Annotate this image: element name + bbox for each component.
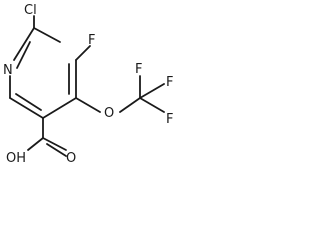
bond-c-o-double-1: [42, 137, 67, 151]
atom-f2: F: [166, 75, 173, 90]
bond-c5-c6-inner: [15, 93, 42, 111]
bond-c4-c5: [42, 97, 77, 119]
bond-o-c: [119, 97, 141, 113]
bond-n-c2: [13, 27, 35, 61]
bond-c-f3: [139, 97, 165, 113]
bond-c3-f: [75, 45, 91, 61]
bond-c-oh: [27, 137, 44, 151]
atom-n: N: [3, 63, 13, 78]
atom-oh: OH: [6, 151, 26, 166]
bond-c4-o: [75, 97, 101, 113]
atom-f1: F: [135, 62, 142, 77]
atom-f-ring: F: [88, 33, 95, 48]
bond-c5-c6: [9, 97, 44, 119]
bond-c-o-double-2: [46, 143, 67, 157]
bond-c-f2: [139, 83, 165, 99]
atom-o-carbonyl: O: [66, 151, 76, 166]
atom-cl: Cl: [24, 3, 37, 18]
structure-diagram: Cl N F O F F F OH O: [3, 3, 173, 166]
atom-f3: F: [166, 112, 173, 127]
bond-n-c2-inner: [16, 41, 31, 69]
atom-o-ether: O: [104, 106, 114, 121]
bond-c2-c3: [33, 27, 61, 43]
